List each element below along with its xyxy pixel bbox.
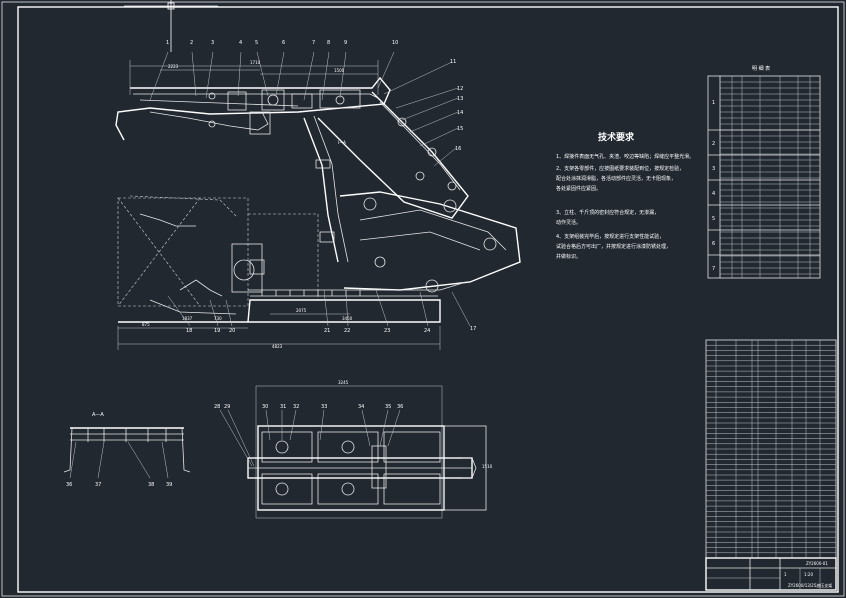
dim-plan-height: 1510 bbox=[482, 464, 493, 469]
callout-label: 36 bbox=[66, 482, 72, 488]
callout-label: 20 bbox=[229, 328, 235, 334]
callout-label: 23 bbox=[384, 328, 390, 334]
callout-label: 7 bbox=[312, 40, 315, 46]
callout-label: 37 bbox=[95, 482, 101, 488]
callout-label: 12 bbox=[457, 86, 463, 92]
hydraulic-leg bbox=[303, 117, 339, 263]
callout-label: 22 bbox=[344, 328, 350, 334]
callout-label: 10 bbox=[392, 40, 398, 46]
section-label: A—A bbox=[92, 412, 104, 418]
callout-numbers-top: 1 2 3 4 5 6 7 8 9 10 bbox=[166, 40, 398, 46]
tech-req-line: 2、支架各零部件，应按图纸要求装配到位，按规定检验， bbox=[556, 165, 684, 172]
callout-label: 32 bbox=[293, 404, 299, 410]
drawing-name: ZY2600/13/25液压支架 bbox=[788, 582, 832, 588]
callout-numbers-right: 11 12 13 14 15 16 17 bbox=[450, 59, 476, 332]
callout-label: 31 bbox=[280, 404, 286, 410]
tech-req-line: 各处紧固件应紧固。 bbox=[556, 185, 601, 192]
callout-label: 29 bbox=[224, 404, 230, 410]
callout-label: 6 bbox=[282, 40, 285, 46]
dim-overall-length: 4823 bbox=[272, 344, 283, 349]
group-number: 6 bbox=[712, 241, 715, 247]
plan-view[interactable]: 3245 1510 28 29 30 31 bbox=[214, 380, 493, 519]
callout-label: 18 bbox=[186, 328, 192, 334]
section-a-a[interactable]: A—A 36 37 38 39 bbox=[63, 412, 191, 488]
bom-table[interactable] bbox=[705, 339, 837, 559]
tech-req-line: 1、焊接件表面无气孔、夹渣、咬边等缺陷；焊缝应平整光滑。 bbox=[556, 153, 694, 160]
view-label: I—A bbox=[338, 140, 346, 145]
group-number: 4 bbox=[712, 191, 715, 197]
canopy-beam bbox=[115, 76, 391, 141]
drawing-scale: 1:20 bbox=[804, 572, 813, 577]
callout-label: 24 bbox=[424, 328, 430, 334]
callout-label: 30 bbox=[262, 404, 268, 410]
callout-label: 15 bbox=[457, 126, 463, 132]
callout-label: 11 bbox=[450, 59, 456, 65]
callout-label: 4 bbox=[239, 40, 242, 46]
caving-shield bbox=[317, 91, 469, 219]
dim-bottom-d: 1837 bbox=[182, 316, 193, 321]
group-number: 2 bbox=[712, 141, 715, 147]
tech-req-line: 3、立柱、千斤顶的密封应符合规定，无渗漏， bbox=[556, 209, 659, 216]
dim-bottom-b: 2075 bbox=[296, 308, 307, 313]
callout-label: 1 bbox=[166, 40, 169, 46]
technical-requirements: 技术要求 1、焊接件表面无气孔、夹渣、咬边等缺陷；焊缝应平整光滑。 2、支架各零… bbox=[556, 131, 694, 260]
parts-table-title: 明 细 表 bbox=[752, 65, 770, 72]
callout-label: 14 bbox=[457, 110, 463, 116]
dim-top-width: 1710 bbox=[250, 60, 261, 65]
tech-req-line: 配合处涂抹润滑脂，各活动部件应灵活，无卡阻现象， bbox=[556, 175, 676, 182]
callout-label: 13 bbox=[457, 96, 463, 102]
callout-label: 2 bbox=[190, 40, 193, 46]
callout-label: 35 bbox=[385, 404, 391, 410]
callout-label: 9 bbox=[344, 40, 347, 46]
group-number: 3 bbox=[712, 166, 715, 172]
parts-table[interactable]: 明 细 表 1 2 3 4 5 6 7 bbox=[707, 65, 821, 279]
elevation-view[interactable] bbox=[115, 51, 521, 350]
dim-top-b: 1500 bbox=[334, 68, 345, 73]
title-block[interactable]: ZY2600-01 ZY2600/13/25液压支架 1:20 1 bbox=[705, 557, 837, 591]
dim-plan-width: 3245 bbox=[338, 380, 349, 385]
group-number: 7 bbox=[712, 266, 715, 272]
callout-label: 21 bbox=[324, 328, 330, 334]
drawing-number: ZY2600-01 bbox=[806, 561, 828, 566]
callout-label: 16 bbox=[455, 146, 461, 152]
cursor-crosshair bbox=[124, 0, 218, 52]
dim-top-a: 2223 bbox=[168, 64, 179, 69]
callout-label: 3 bbox=[211, 40, 214, 46]
drawing-sheet: 1 bbox=[784, 572, 787, 577]
base-slab bbox=[118, 299, 441, 323]
dim-bottom-e: 730 bbox=[214, 316, 222, 321]
callout-label: 39 bbox=[166, 482, 172, 488]
dimension-labels: 4823 1710 2223 1500 875 2075 3450 1837 7… bbox=[142, 60, 353, 349]
callout-label: 33 bbox=[321, 404, 327, 410]
dim-bottom-c: 3450 bbox=[342, 316, 353, 321]
drawing-frame bbox=[17, 6, 839, 593]
tech-req-line: 并做标识。 bbox=[556, 253, 581, 260]
callout-label: 34 bbox=[358, 404, 364, 410]
callout-label: 5 bbox=[255, 40, 258, 46]
dim-bottom-a: 875 bbox=[142, 322, 150, 327]
group-number: 1 bbox=[712, 100, 715, 106]
callout-label: 17 bbox=[470, 326, 476, 332]
callout-label: 8 bbox=[327, 40, 330, 46]
group-number: 5 bbox=[712, 216, 715, 222]
tech-req-title: 技术要求 bbox=[598, 131, 635, 143]
callout-label: 38 bbox=[148, 482, 154, 488]
tech-req-line: 4、支架组装完毕后，按规定进行支架性能试验， bbox=[556, 233, 664, 240]
callout-numbers-bottom: 18 19 20 21 22 23 24 bbox=[186, 328, 430, 334]
callout-label: 28 bbox=[214, 404, 220, 410]
callout-label: 36 bbox=[397, 404, 403, 410]
callout-label: 19 bbox=[214, 328, 220, 334]
lemniscate-linkage bbox=[339, 191, 521, 291]
base-frame-outline bbox=[117, 197, 249, 307]
tech-req-line: 动作灵活。 bbox=[556, 219, 581, 226]
tech-req-line: 试验合格后方可出厂，并按规定进行涂漆防锈处理， bbox=[556, 243, 671, 250]
